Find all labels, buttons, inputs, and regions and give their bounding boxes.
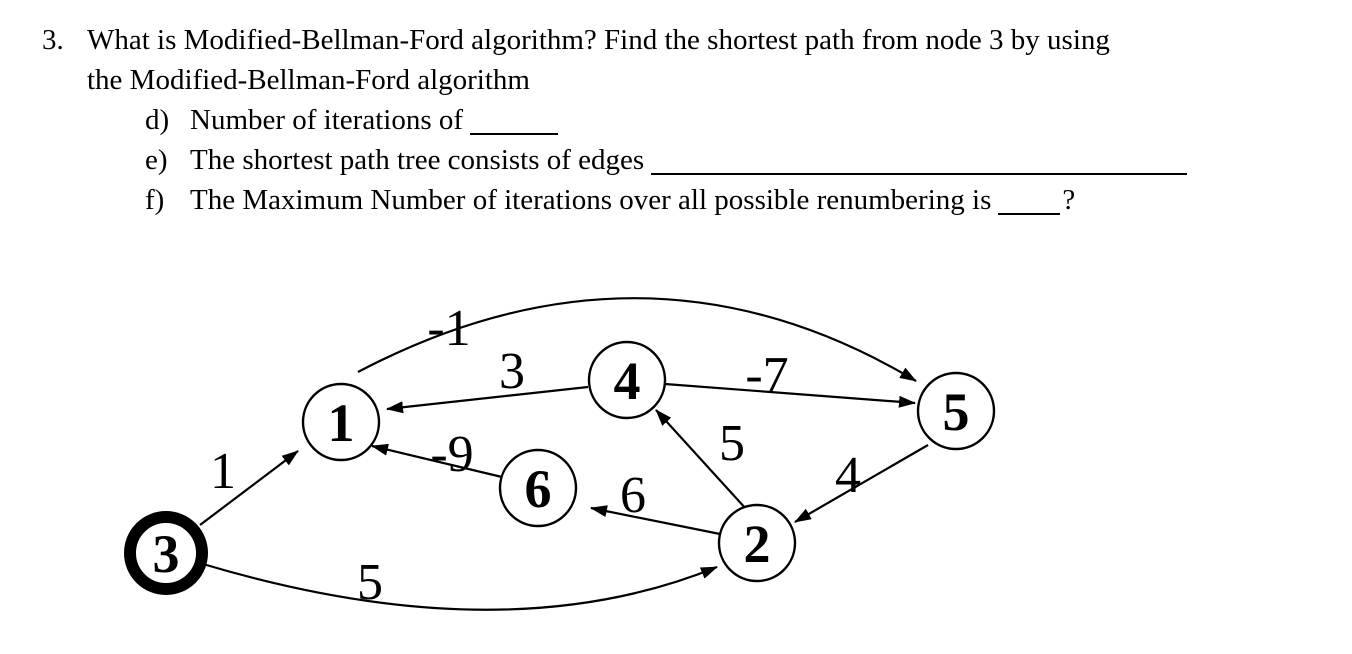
- edge-weight-4-to-1: 3: [499, 343, 525, 400]
- edge-4-to-5: [664, 382, 916, 408]
- subitem-f: f) The Maximum Number of iterations over …: [42, 180, 1189, 220]
- edge-1-to-5: [357, 297, 917, 382]
- edge-6-to-1: [371, 443, 503, 479]
- graph-node-label-2: 2: [744, 514, 771, 574]
- graph-nodes: 1 2 3 4 5 6: [124, 340, 996, 595]
- graph-node-3-source: [124, 511, 208, 595]
- subitem-f-label: f): [145, 184, 165, 216]
- question-text-1: What is Modified-Bellman-Ford algorithm?…: [87, 24, 1110, 56]
- subitem-d-text: Number of iterations of: [190, 104, 464, 136]
- question-line-2: the Modified-Bellman-Ford algorithm: [42, 60, 1189, 100]
- subitem-d: d) Number of iterations of: [42, 100, 1189, 140]
- edge-2-to-4: [655, 409, 748, 511]
- edge-weight-3-to-1: 1: [210, 443, 236, 500]
- graph-node-1: [301, 382, 381, 462]
- question-line-1: 3. What is Modified-Bellman-Ford algorith…: [42, 20, 1189, 60]
- graph-node-5: [916, 371, 996, 451]
- graph-edges: -1 3 -7 -9 6 5 4 1 5: [199, 297, 929, 611]
- subitem-f-text: The Maximum Number of iterations over al…: [190, 184, 992, 216]
- edge-weight-4-to-5: -7: [745, 347, 788, 404]
- graph-node-label-5: 5: [943, 382, 970, 442]
- edge-weight-2-to-4: 5: [719, 415, 745, 472]
- question-block: 3. What is Modified-Bellman-Ford algorith…: [42, 20, 1189, 220]
- graph-node-label-3: 3: [153, 524, 180, 584]
- answer-blank-e: [651, 153, 1188, 175]
- edge-3-to-1: [199, 450, 299, 526]
- edge-weight-6-to-1: -9: [430, 426, 473, 483]
- edge-weight-2-to-6: 6: [620, 467, 646, 524]
- graph-node-label-6: 6: [525, 459, 552, 519]
- edge-4-to-1: [386, 385, 589, 414]
- graph-node-label-4: 4: [614, 351, 641, 411]
- question-number: 3.: [42, 24, 64, 56]
- subitem-e-text: The shortest path tree consists of edges: [190, 144, 645, 176]
- edge-2-to-6: [590, 505, 721, 536]
- graph-node-6: [498, 448, 578, 528]
- edge-weight-5-to-2: 4: [835, 447, 861, 504]
- graph-node-4: [587, 340, 667, 420]
- edge-5-to-2: [794, 444, 929, 523]
- answer-blank-d: [470, 113, 559, 135]
- edge-weight-3-to-2: 5: [357, 554, 383, 611]
- question-text-2: the Modified-Bellman-Ford algorithm: [87, 64, 530, 96]
- subitem-e: e) The shortest path tree consists of edg…: [42, 140, 1189, 180]
- edge-3-to-2: [202, 562, 718, 611]
- subitem-f-suffix: ?: [1062, 184, 1076, 216]
- graph-node-label-1: 1: [328, 393, 355, 453]
- edge-weight-1-to-5: -1: [427, 300, 470, 357]
- answer-blank-f: [998, 193, 1061, 215]
- graph-node-2: [717, 503, 797, 583]
- subitem-d-label: d): [145, 104, 170, 136]
- subitem-e-label: e): [145, 144, 168, 176]
